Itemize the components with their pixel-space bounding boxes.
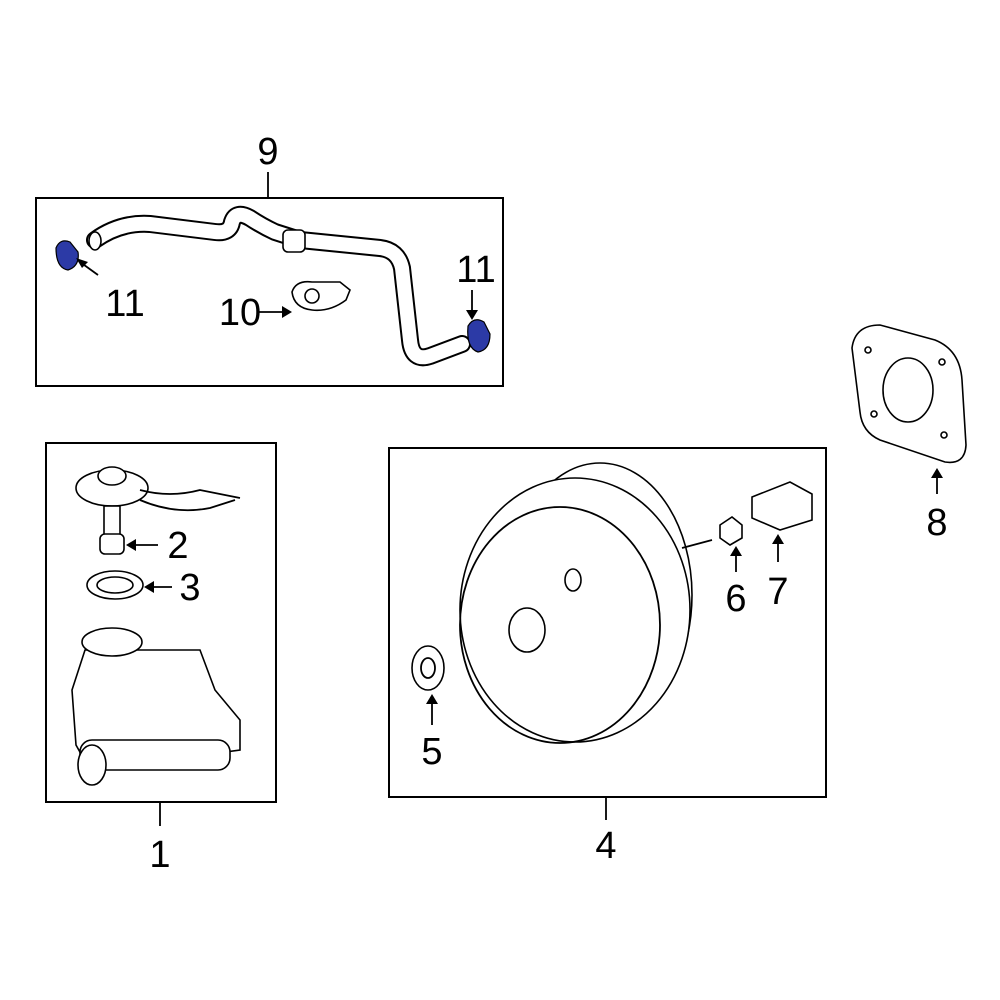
booster-stud [681, 539, 713, 549]
gasket-bolt-hole [864, 346, 872, 354]
callout-5[interactable]: 5 [421, 731, 442, 773]
hose-assembly-group[interactable]: 9 11 10 11 [35, 131, 504, 387]
callout-7[interactable]: 7 [767, 571, 788, 613]
arrow-6 [730, 546, 742, 556]
callout-11-left[interactable]: 11 [105, 283, 144, 325]
cylinder-end [77, 744, 107, 786]
callout-3[interactable]: 3 [179, 567, 200, 609]
booster-port [564, 568, 582, 592]
brake-booster-box [388, 447, 827, 798]
hose-end [88, 231, 102, 251]
float [99, 533, 125, 555]
callout-2[interactable]: 2 [167, 525, 188, 567]
master-cylinder-group[interactable]: 1 2 3 [45, 442, 277, 876]
arrow-3 [144, 581, 154, 593]
hose-clamp [282, 229, 306, 253]
callout-1[interactable]: 1 [149, 834, 170, 876]
callout-6[interactable]: 6 [725, 578, 746, 620]
booster-pushrod-hub [508, 607, 546, 653]
callout-4[interactable]: 4 [595, 825, 616, 867]
gasket-center-hole [882, 357, 934, 423]
gasket-bolt-hole [938, 358, 946, 366]
master-cylinder-box [45, 442, 277, 803]
hose-clip-left-icon [55, 240, 79, 271]
grommet-hole [420, 657, 436, 679]
callout-11-right[interactable]: 11 [456, 249, 495, 291]
sensor-wires [139, 489, 241, 512]
hose-clip-right-icon [467, 319, 491, 353]
check-valve-port [304, 288, 320, 304]
arrow-5 [426, 694, 438, 704]
seal-ring-inner [96, 576, 134, 594]
gasket-group[interactable]: 8 [851, 324, 967, 544]
bracket-part [751, 481, 813, 531]
cap-knob [97, 466, 127, 486]
gasket-bolt-hole [870, 410, 878, 418]
check-valve-part [291, 280, 351, 312]
booster-rib [459, 506, 661, 744]
callout-10[interactable]: 10 [219, 292, 261, 334]
grommet-part [411, 645, 445, 691]
arrow-11b [466, 310, 478, 320]
gasket-bolt-hole [940, 431, 948, 439]
callout-9[interactable]: 9 [257, 131, 278, 173]
hose-assembly-box [35, 197, 504, 387]
float-stem [103, 505, 121, 537]
arrow-8 [931, 468, 943, 478]
arrow-11a [76, 258, 88, 268]
nut-part [719, 516, 743, 546]
booster-body [459, 477, 691, 743]
brake-booster-group[interactable]: 4 5 6 7 [388, 447, 827, 867]
arrow-10 [282, 306, 292, 318]
reservoir-neck [81, 627, 143, 657]
callout-8[interactable]: 8 [926, 502, 947, 544]
hose [88, 207, 469, 365]
arrow-2 [126, 539, 136, 551]
arrow-7 [772, 534, 784, 544]
